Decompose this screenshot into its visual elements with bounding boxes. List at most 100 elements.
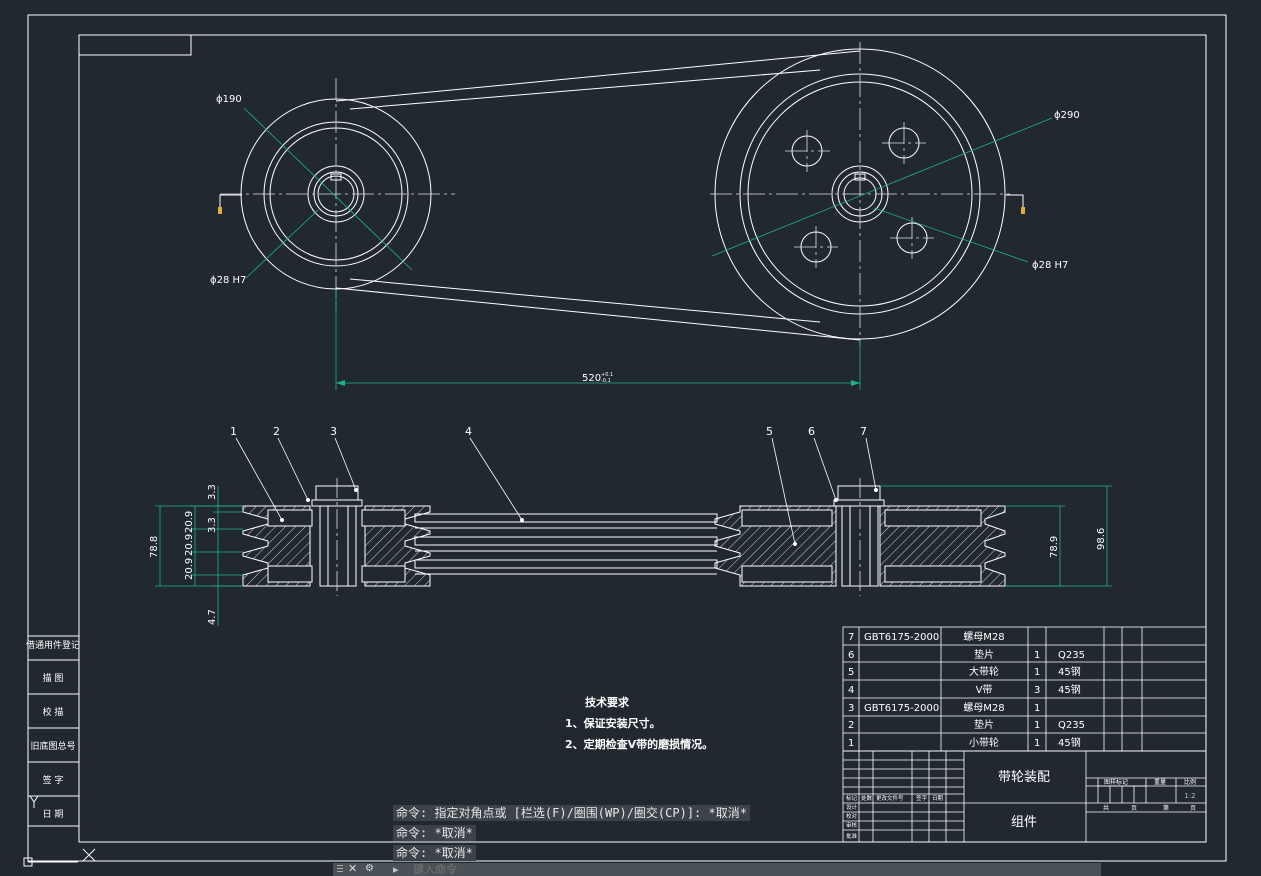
svg-text:1: 1 [848, 738, 854, 749]
side-label: 借通用件登记 [26, 639, 80, 651]
dim-v4: 20.9 [184, 534, 195, 556]
command-input[interactable] [413, 863, 1013, 876]
title-block [842, 750, 1207, 843]
dim-small-bore: ϕ28 H7 [210, 275, 246, 286]
weight-label: 重量 [1154, 778, 1166, 786]
balloon-4: 4 [465, 425, 472, 438]
command-history-line: 命令: 指定对角点或 [栏选(F)/圈围(WP)/圈交(CP)]: *取消* [393, 805, 750, 821]
svg-text:Q235: Q235 [1058, 650, 1085, 661]
svg-text:6: 6 [848, 650, 854, 661]
company-name: 组件 [1011, 815, 1037, 830]
bom-rows: 7 GBT6175-2000 螺母M28 6 垫片 1 Q235 5 大带轮 1… [848, 631, 1085, 749]
section-view [242, 485, 1006, 587]
command-line-bar: ✕ ⚙ ▸ [333, 862, 1101, 876]
centerlines [220, 42, 1010, 346]
svg-text:GBT6175-2000: GBT6175-2000 [864, 632, 939, 643]
drawing-name: 带轮装配 [998, 770, 1050, 785]
svg-text:7: 7 [848, 632, 854, 643]
close-icon[interactable]: ✕ [348, 862, 358, 875]
dim-small-diameter: ϕ190 [216, 94, 242, 105]
bom-row: 6 垫片 1 Q235 [848, 648, 1085, 661]
svg-text:2: 2 [848, 720, 854, 731]
dim-height-left: 78.8 [149, 536, 160, 558]
svg-text:3: 3 [848, 703, 854, 714]
dim-large-bore: ϕ28 H7 [1032, 260, 1068, 271]
scale-label: 比例 [1184, 778, 1196, 786]
scale-value: 1:2 [1184, 792, 1195, 800]
svg-text:45钢: 45钢 [1058, 683, 1081, 696]
bom-row: 5 大带轮 1 45钢 [848, 665, 1081, 678]
command-history-line: 命令: *取消* [393, 845, 476, 861]
dim-v5: 20.9 [184, 558, 195, 580]
bom-table [842, 626, 1207, 752]
sheet-total-label: 共 [1103, 804, 1109, 812]
dimension-arrows [336, 380, 860, 386]
dim-v2: 3.3 [207, 517, 218, 533]
bom-row: 2 垫片 1 Q235 [848, 718, 1085, 731]
command-prompt-icon: ▸ [393, 863, 399, 876]
svg-text:V带: V带 [976, 684, 993, 696]
svg-text:螺母M28: 螺母M28 [963, 702, 1004, 714]
front-view [219, 48, 1024, 341]
dim-tol-minus: -0.1 [601, 378, 611, 384]
svg-text:45钢: 45钢 [1058, 665, 1081, 678]
svg-text:大带轮: 大带轮 [969, 665, 999, 678]
svg-text:3: 3 [1034, 685, 1040, 696]
drag-handle-icon[interactable] [337, 865, 343, 874]
svg-text:设计: 设计 [846, 803, 858, 811]
bom-row: 3 GBT6175-2000 螺母M28 1 [848, 702, 1040, 714]
balloon-1: 1 [230, 425, 237, 438]
role-labels: 设计 校对 审核 批准 [846, 803, 858, 840]
svg-text:日期: 日期 [932, 795, 944, 802]
svg-text:小带轮: 小带轮 [969, 736, 999, 749]
svg-text:垫片: 垫片 [974, 648, 994, 661]
tech-req-title: 技术要求 [585, 695, 630, 709]
revision-headers: 标记 处数 更改文件号 签字 日期 [846, 794, 944, 802]
svg-text:1: 1 [1034, 667, 1040, 678]
side-label: 日 期 [43, 809, 64, 820]
sheet-of-label: 页 [1131, 805, 1137, 812]
side-label: 旧底图总号 [30, 740, 75, 752]
balloon-6: 6 [808, 425, 815, 438]
section-centerlines [336, 478, 861, 596]
dim-bottom: 4.7 [207, 609, 218, 625]
svg-text:螺母M28: 螺母M28 [963, 631, 1004, 643]
side-label: 签 字 [43, 774, 64, 786]
svg-text:校对: 校对 [846, 812, 858, 820]
bom-row: 1 小带轮 1 45钢 [848, 736, 1081, 749]
svg-text:审核: 审核 [846, 821, 858, 829]
svg-text:处数: 处数 [861, 794, 873, 802]
tech-req-item: 1、保证安装尺寸。 [565, 716, 661, 730]
sheet-border [27, 14, 1227, 862]
svg-text:更改文件号: 更改文件号 [876, 794, 904, 802]
svg-text:批准: 批准 [846, 832, 858, 840]
svg-text:1: 1 [1034, 720, 1040, 731]
section-dimensions [155, 485, 1112, 626]
customize-icon[interactable]: ⚙ [365, 863, 374, 874]
sheet-page-label: 页 [1190, 805, 1196, 812]
balloon-2: 2 [273, 425, 280, 438]
balloon-5: 5 [766, 425, 773, 438]
svg-text:1: 1 [1034, 650, 1040, 661]
sheet-no-label: 第 [1163, 804, 1169, 812]
svg-text:标记: 标记 [846, 794, 858, 802]
svg-text:垫片: 垫片 [974, 718, 994, 731]
side-label-column [27, 635, 80, 827]
bom-row: 4 V带 3 45钢 [848, 683, 1081, 696]
bom-row: 7 GBT6175-2000 螺母M28 [848, 631, 1005, 643]
svg-text:5: 5 [848, 667, 854, 678]
dim-v3: 20.9 [184, 511, 195, 533]
command-history-line: 命令: *取消* [393, 825, 476, 841]
svg-text:45钢: 45钢 [1058, 736, 1081, 749]
side-label: 描 图 [43, 672, 64, 684]
svg-text:4: 4 [848, 685, 854, 696]
front-dimensions [243, 107, 1053, 390]
tech-req-item: 2、定期检查V带的磨损情况。 [565, 737, 713, 751]
side-label: 校 描 [43, 706, 64, 718]
svg-text:1: 1 [1034, 738, 1040, 749]
balloon-leaders [235, 437, 877, 545]
dim-total: 98.6 [1096, 528, 1107, 550]
balloon-dots [280, 488, 878, 546]
balloon-3: 3 [330, 425, 337, 438]
